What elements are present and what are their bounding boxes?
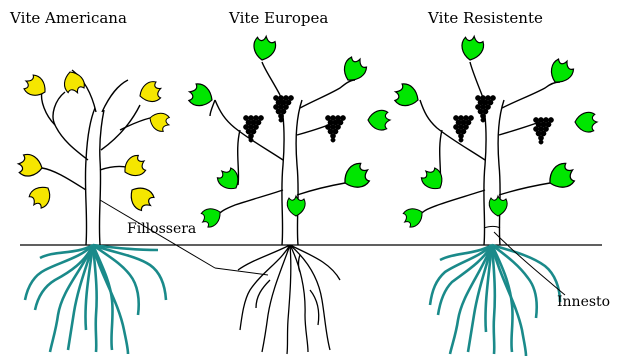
roots-american — [25, 245, 166, 354]
vine-american — [17, 69, 172, 354]
label-fillossera: Fillossera — [127, 221, 196, 237]
roots-resistant — [430, 245, 560, 356]
roots-european — [238, 245, 340, 354]
graft-leader — [494, 232, 565, 295]
yellow-leaves — [17, 69, 172, 214]
phylloxera-leader-2 — [215, 268, 268, 275]
green-leaves-resistant — [392, 35, 597, 230]
label-innesto: Innesto — [557, 294, 610, 310]
vine-european — [186, 35, 390, 354]
green-leaves-european — [186, 35, 390, 230]
grapes-european — [243, 95, 345, 142]
